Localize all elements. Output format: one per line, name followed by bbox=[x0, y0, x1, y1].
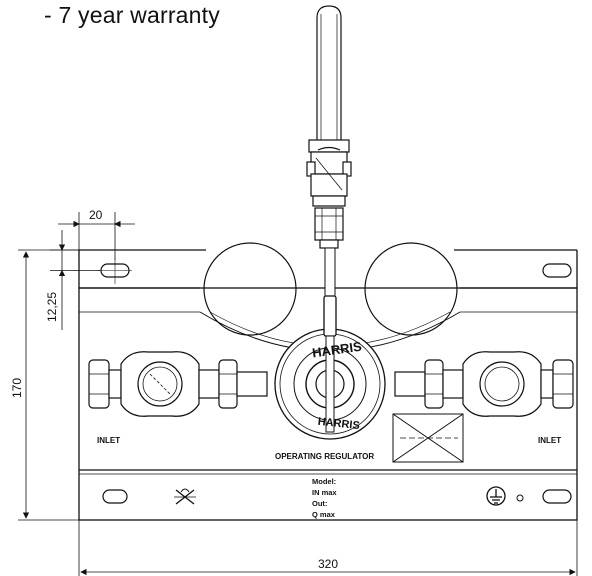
svg-text:HARRIS: HARRIS bbox=[317, 416, 360, 432]
slot-bottom-left bbox=[102, 489, 128, 504]
left-gauge bbox=[203, 242, 297, 336]
dim-12-25: 12,25 bbox=[45, 292, 59, 322]
dim-170: 170 bbox=[10, 378, 24, 398]
dimension-labels: 20 12,25 170 320 bbox=[10, 208, 338, 571]
svg-text:IN max: IN max bbox=[312, 488, 337, 497]
right-inlet-valve bbox=[394, 351, 574, 417]
svg-text:Model:: Model: bbox=[312, 477, 336, 486]
nameplate-box bbox=[392, 413, 464, 463]
inlet-label-left: INLET bbox=[97, 436, 120, 445]
slot-centerline bbox=[98, 258, 132, 284]
nameplate-text: Model: IN max Out: Q max bbox=[312, 477, 337, 519]
no-fire-icon bbox=[174, 488, 196, 505]
slot-bottom-right bbox=[542, 489, 572, 504]
outlet-pipe bbox=[306, 5, 352, 249]
inlet-label-right: INLET bbox=[538, 436, 561, 445]
mounting-bracket bbox=[78, 249, 578, 521]
slot-top-right bbox=[542, 263, 572, 278]
left-inlet-valve bbox=[88, 351, 268, 417]
pressure-gauges bbox=[203, 242, 458, 336]
dim-20: 20 bbox=[89, 208, 103, 222]
ground-icon bbox=[486, 486, 506, 506]
svg-text:HARRIS: HARRIS bbox=[311, 339, 363, 361]
dim-320: 320 bbox=[318, 557, 338, 571]
small-hole bbox=[516, 494, 524, 502]
svg-text:Q max: Q max bbox=[312, 510, 336, 519]
operating-regulator-label: OPERATING REGULATOR bbox=[275, 452, 374, 461]
warranty-heading: - 7 year warranty bbox=[44, 2, 220, 28]
right-gauge bbox=[364, 242, 458, 336]
dimension-lines bbox=[18, 212, 578, 576]
svg-text:Out:: Out: bbox=[312, 499, 327, 508]
operating-regulator bbox=[274, 247, 386, 440]
regulator-face-text: HARRIS HARRIS bbox=[311, 339, 363, 433]
